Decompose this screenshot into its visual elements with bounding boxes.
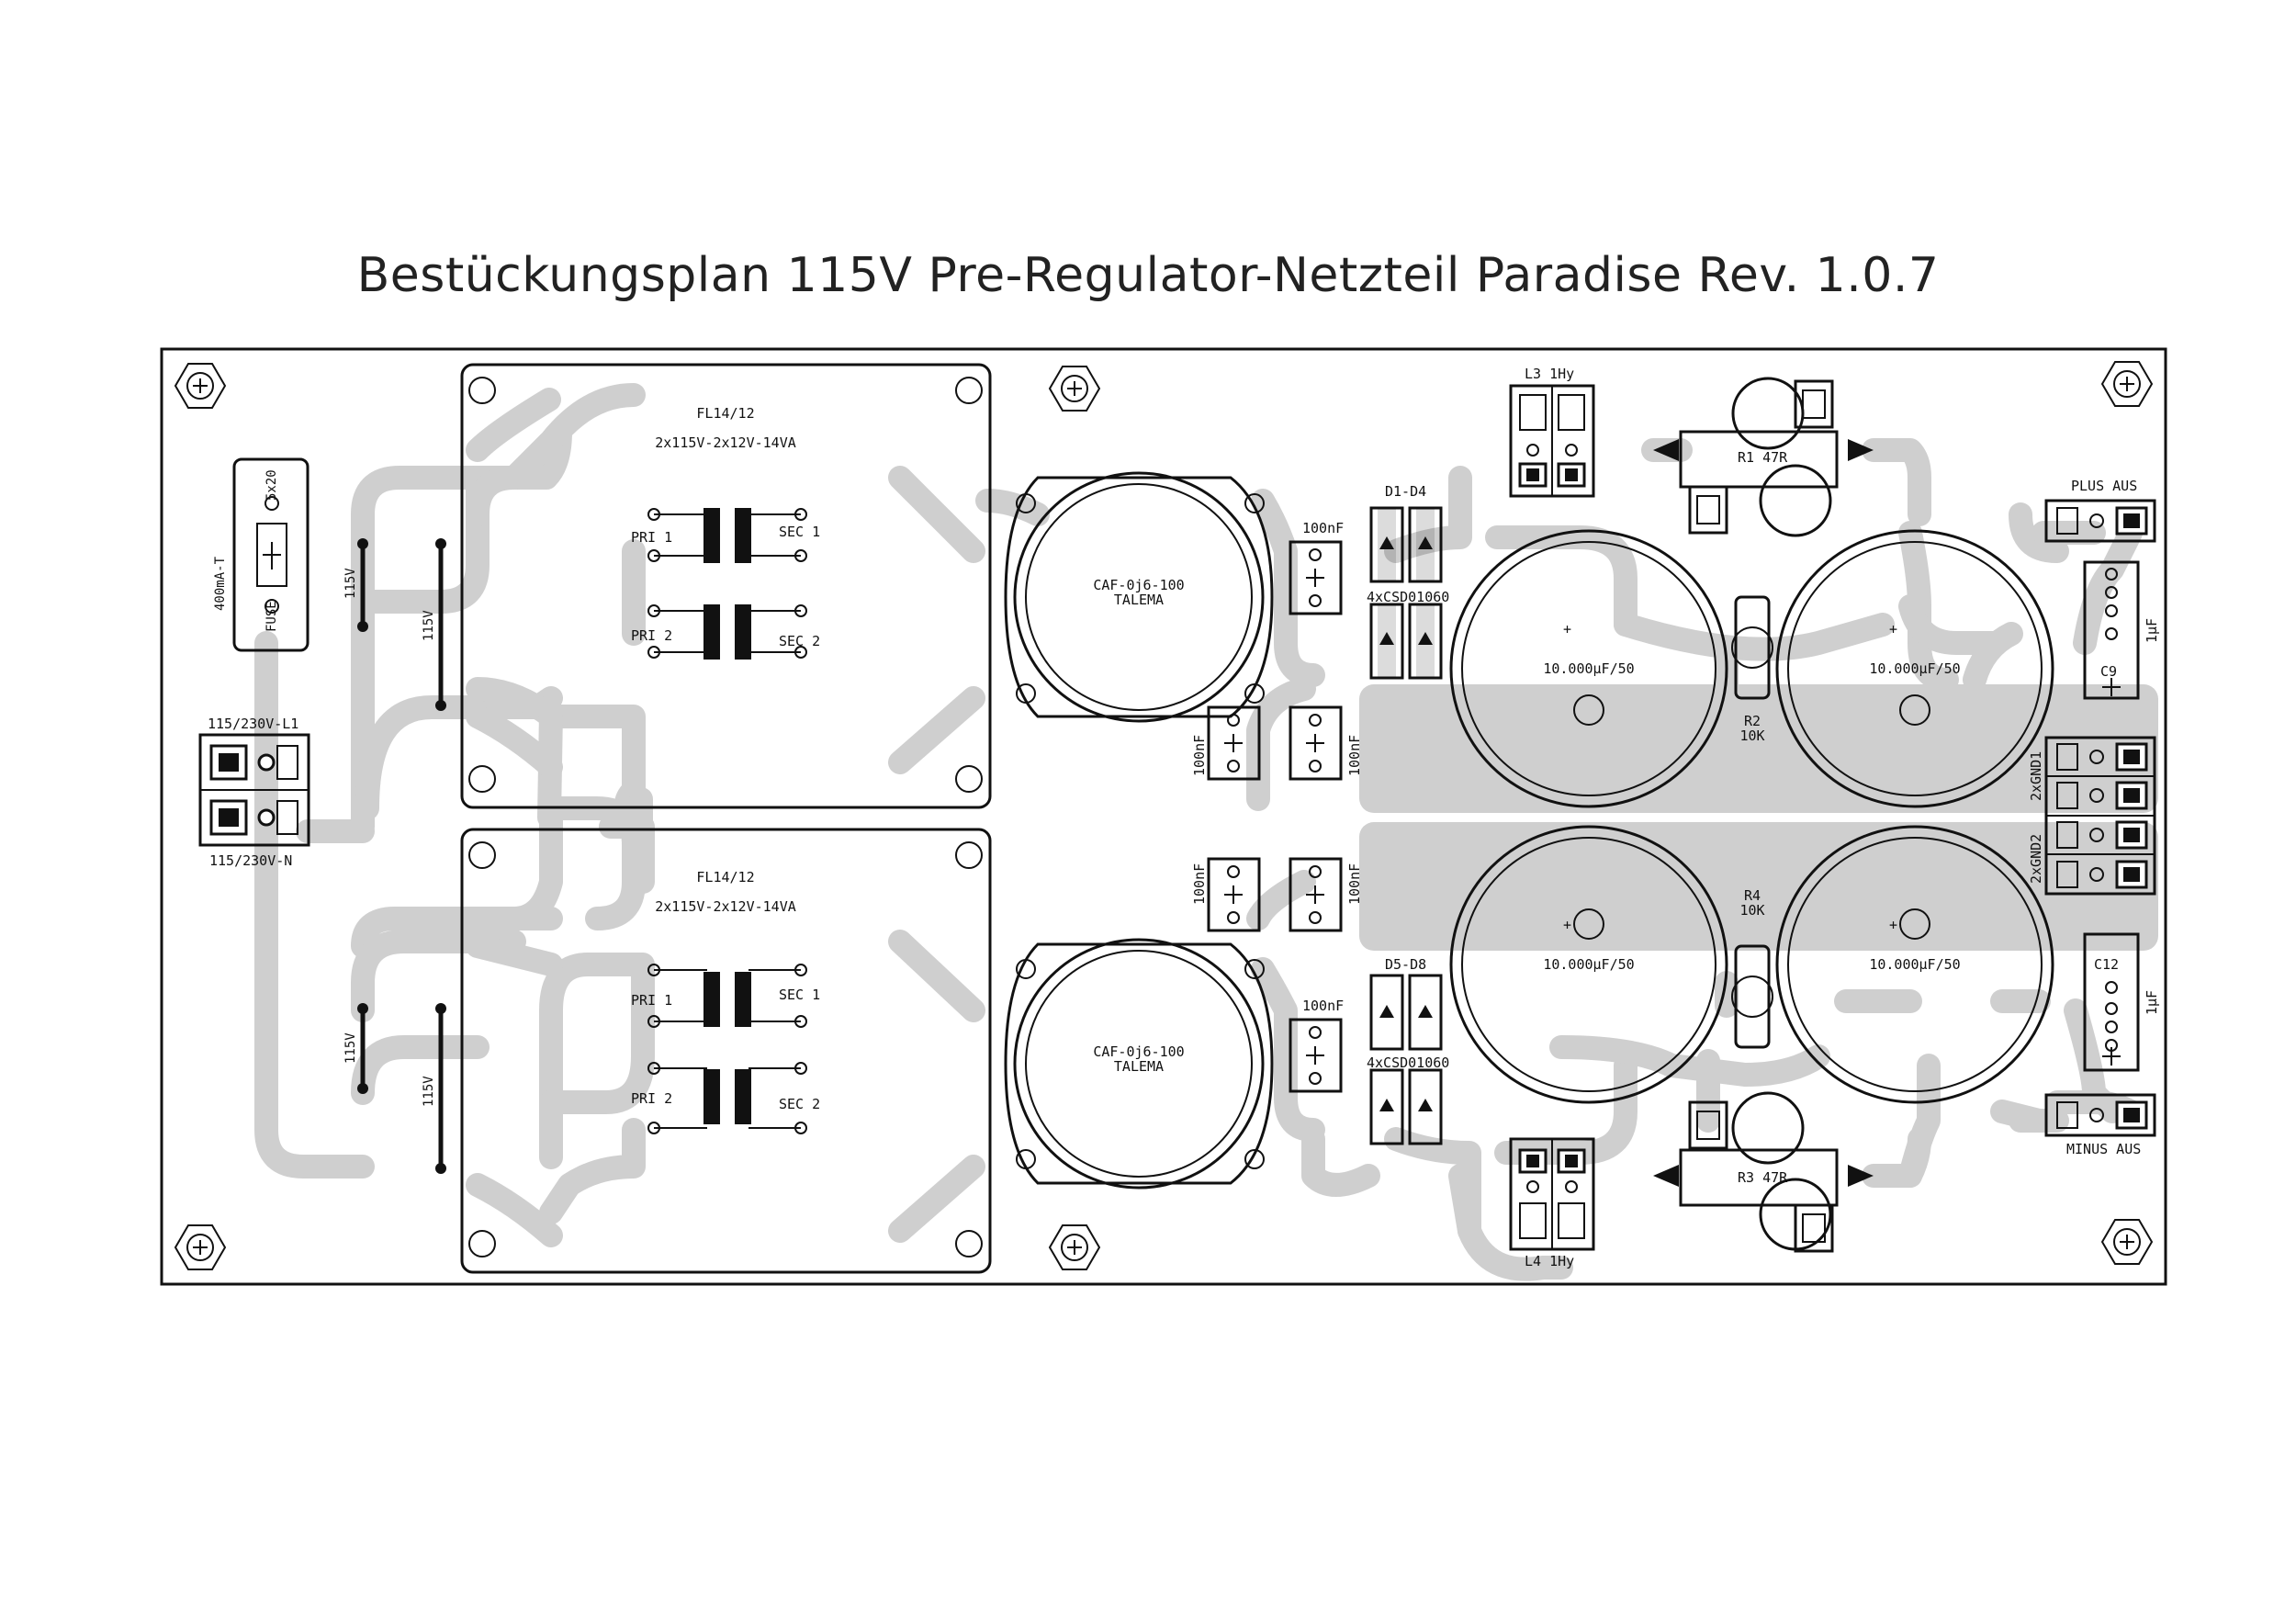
fuse-holder: 5x20 FUSE 400mA-T bbox=[213, 457, 310, 652]
mains-n-label: 115/230V-N bbox=[209, 852, 292, 869]
board-outline bbox=[160, 347, 2167, 1286]
r4-value: 10K bbox=[1739, 902, 1764, 919]
elcap4-value: 10.000µF/50 bbox=[1869, 956, 1960, 973]
power-resistor-r1: R1 47R bbox=[1653, 377, 1874, 537]
fuse-rating-label: 400mA-T bbox=[213, 556, 228, 611]
r2-label: R2 bbox=[1744, 713, 1761, 729]
inductor-l4: L4 1Hy bbox=[1509, 1137, 1595, 1269]
c12-value: 1µF bbox=[2144, 990, 2160, 1015]
ground-plane-lower bbox=[1359, 822, 2158, 951]
gnd1-label: 2xGND1 bbox=[2028, 751, 2044, 801]
transformer2-sec2: SEC 2 bbox=[779, 1096, 820, 1112]
r2-value: 10K bbox=[1739, 727, 1764, 744]
ground-plane-upper bbox=[1359, 684, 2158, 813]
elcap1-value: 10.000µF/50 bbox=[1543, 660, 1634, 677]
transformer1-pri2: PRI 2 bbox=[631, 627, 672, 644]
diodes-group1-label: D1-D4 bbox=[1385, 483, 1426, 500]
jumper2-label: 115V bbox=[422, 610, 436, 641]
elcap2-value: 10.000µF/50 bbox=[1869, 660, 1960, 677]
transformer1-pri1: PRI 1 bbox=[631, 529, 672, 546]
transformer2-sec1: SEC 1 bbox=[779, 987, 820, 1003]
r1-label: R1 47R bbox=[1738, 449, 1788, 466]
transformer1-sec1: SEC 1 bbox=[779, 524, 820, 540]
minus-out-label: MINUS AUS bbox=[2066, 1141, 2141, 1157]
transformer2-model: FL14/12 bbox=[696, 869, 754, 885]
plus-out-label: PLUS AUS bbox=[2071, 478, 2137, 494]
toroid1-model: CAF-0j6-100 bbox=[1093, 577, 1184, 593]
r4-label: R4 bbox=[1744, 887, 1761, 904]
cap-100nf-bottom-label: 100nF bbox=[1302, 998, 1344, 1014]
gnd2-label: 2xGND2 bbox=[2028, 834, 2044, 884]
transformer2-pri2: PRI 2 bbox=[631, 1090, 672, 1107]
transformer-1: FL14/12 2x115V-2x12V-14VA PRI 1 PRI 2 SE… bbox=[460, 363, 992, 809]
r3-label: R3 47R bbox=[1738, 1169, 1788, 1186]
small-caps: 100nF 100nF 100nF 100nF 100nF 100nF bbox=[1191, 520, 1363, 1093]
jumpers: 115V 115V 115V 115V bbox=[343, 538, 446, 1174]
diodes-type-label-2: 4xCSD01060 bbox=[1367, 1054, 1449, 1071]
l3-label: L3 1Hy bbox=[1525, 366, 1574, 382]
diodes-type-label-1: 4xCSD01060 bbox=[1367, 589, 1449, 605]
transformer1-sec2: SEC 2 bbox=[779, 633, 820, 649]
cap-100nf-label-3: 100nF bbox=[1191, 863, 1208, 905]
elcaps: + + + + 10.000µF/50 10.000µF/50 10.000µF… bbox=[1449, 529, 2054, 1104]
cap-100nf-label-1: 100nF bbox=[1191, 735, 1208, 776]
transformer1-model: FL14/12 bbox=[696, 405, 754, 422]
power-resistor-r3: R3 47R bbox=[1653, 1091, 1874, 1253]
elcap3-plus: + bbox=[1563, 917, 1571, 933]
transformer1-spec: 2x115V-2x12V-14VA bbox=[655, 434, 796, 451]
diodes-d1-d4: D1-D4 4xCSD01060 bbox=[1367, 483, 1449, 680]
transformer2-spec: 2x115V-2x12V-14VA bbox=[655, 898, 796, 915]
output-minus: MINUS AUS bbox=[2044, 1093, 2156, 1157]
toroid-1: CAF-0j6-100 TALEMA bbox=[1004, 471, 1274, 723]
cap-100nf-label-2: 100nF bbox=[1346, 735, 1363, 776]
toroid-2: CAF-0j6-100 TALEMA bbox=[1004, 938, 1274, 1190]
jumper4-label: 115V bbox=[422, 1076, 436, 1107]
cap-100nf-label-4: 100nF bbox=[1346, 863, 1363, 905]
jumper3-label: 115V bbox=[343, 1032, 358, 1064]
mains-l1-label: 115/230V-L1 bbox=[208, 716, 298, 732]
cap-100nf-top-label: 100nF bbox=[1302, 520, 1344, 536]
mounting-holes bbox=[174, 361, 2154, 1270]
cap-c12: C12 1µF bbox=[2083, 932, 2160, 1072]
mains-connector: 115/230V-L1 115/230V-N bbox=[198, 716, 310, 869]
cap-c9: C9 1µF bbox=[2083, 560, 2160, 700]
fuse-size-label: 5x20 bbox=[264, 469, 279, 501]
elcap4-plus: + bbox=[1889, 917, 1897, 933]
inductor-l3: L3 1Hy bbox=[1509, 366, 1595, 498]
diodes-group2-label: D5-D8 bbox=[1385, 956, 1426, 973]
jumper1-label: 115V bbox=[343, 568, 358, 599]
c12-label: C12 bbox=[2094, 956, 2119, 973]
output-gnd: 2xGND1 2xGND2 bbox=[2028, 736, 2156, 896]
c9-label: C9 bbox=[2100, 663, 2117, 680]
output-plus: PLUS AUS bbox=[2044, 478, 2156, 543]
transformer2-pri1: PRI 1 bbox=[631, 992, 672, 1009]
toroid1-maker: TALEMA bbox=[1114, 592, 1164, 608]
transformer-2: FL14/12 2x115V-2x12V-14VA PRI 1 PRI 2 SE… bbox=[460, 828, 992, 1274]
fuse-name-label: FUSE bbox=[264, 601, 279, 632]
l4-label: L4 1Hy bbox=[1525, 1253, 1574, 1269]
c9-value: 1µF bbox=[2144, 618, 2160, 643]
resistors-r2-r4: R2 10K R4 10K bbox=[1731, 595, 1773, 1049]
page-title: Bestückungsplan 115V Pre-Regulator-Netzt… bbox=[356, 248, 1940, 303]
diodes-d5-d8: D5-D8 4xCSD01060 bbox=[1367, 956, 1449, 1145]
toroid2-model: CAF-0j6-100 bbox=[1093, 1043, 1184, 1060]
elcap2-plus: + bbox=[1889, 621, 1897, 637]
toroid2-maker: TALEMA bbox=[1114, 1058, 1164, 1075]
elcap1-plus: + bbox=[1563, 621, 1571, 637]
elcap3-value: 10.000µF/50 bbox=[1543, 956, 1634, 973]
